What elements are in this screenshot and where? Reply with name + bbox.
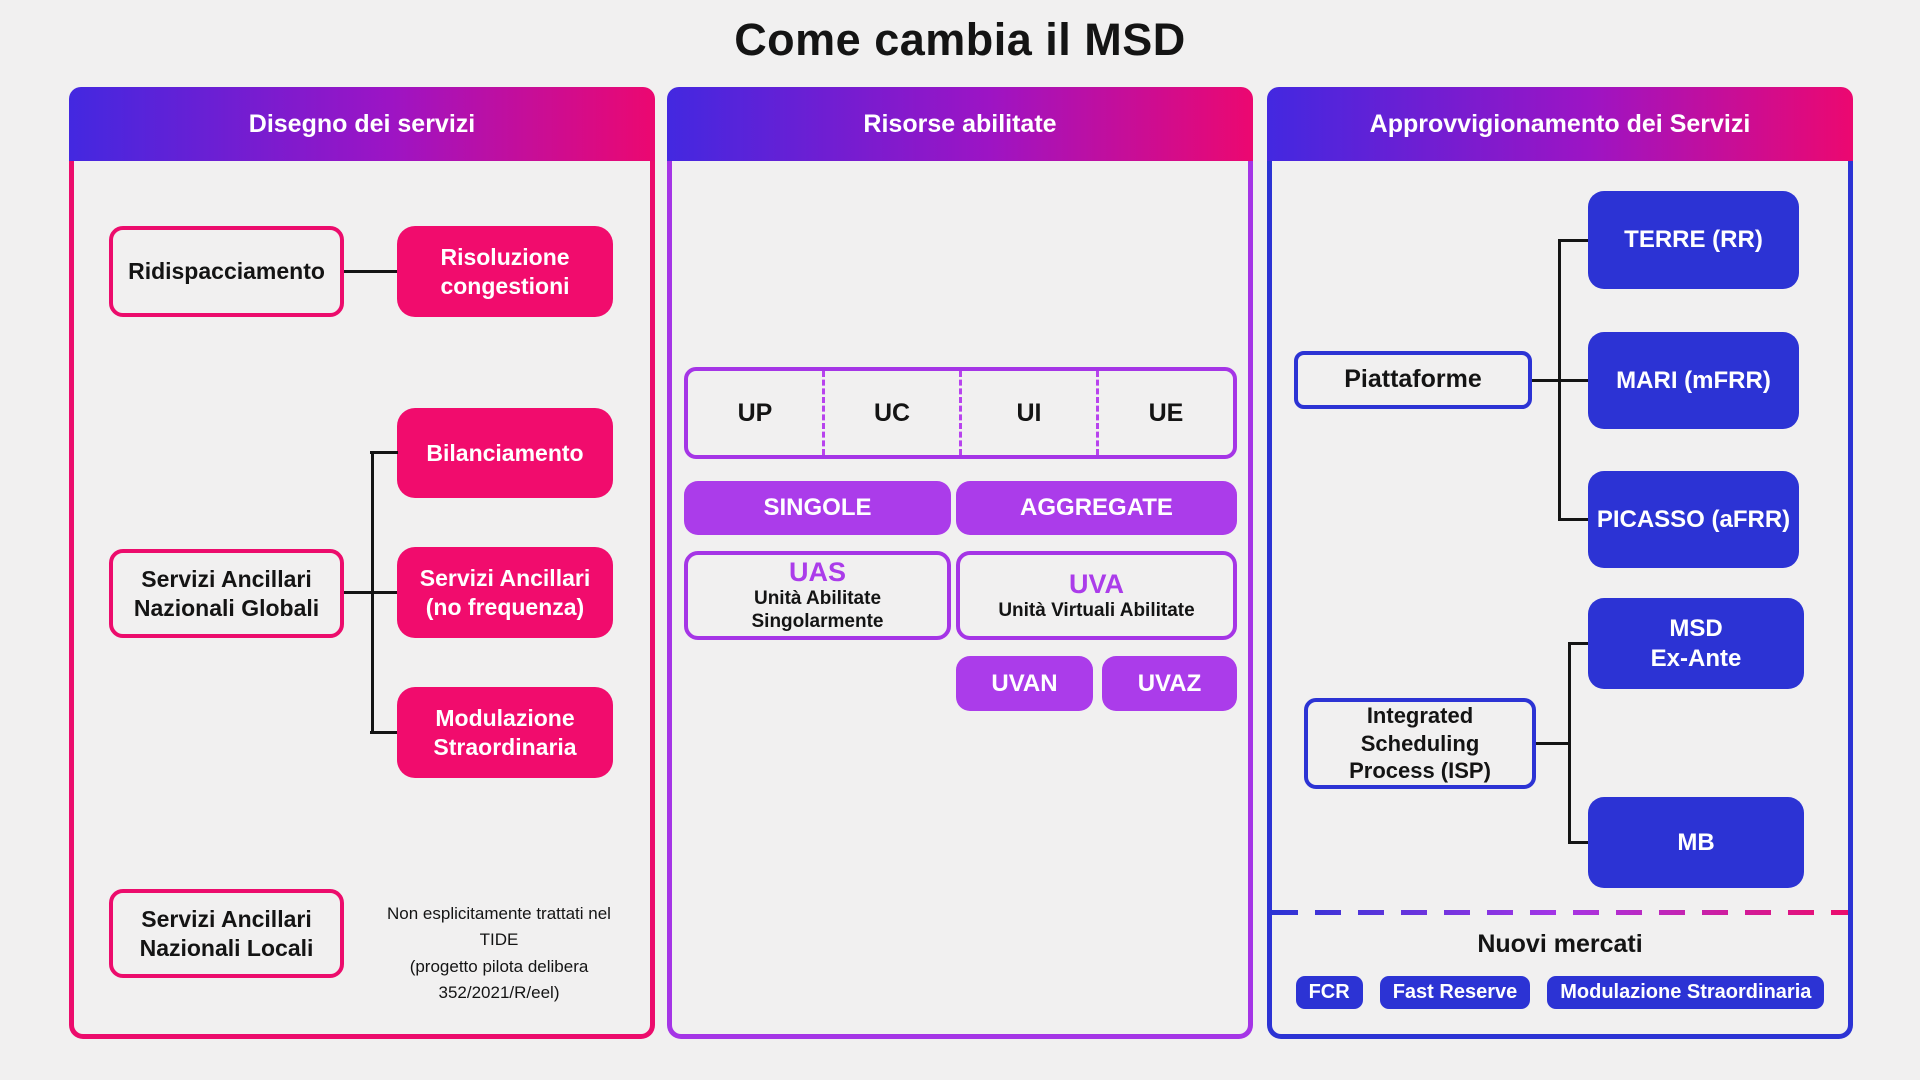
bracket-piattaforme-picasso-stub — [1558, 518, 1588, 521]
unit-cell-ui-label: UI — [1016, 398, 1042, 427]
bracket-isp-msd-stub — [1568, 642, 1588, 645]
column-approvvigionamento-body: TERRE (RR) MARI (mFRR) PICASSO (aFRR) Pi… — [1267, 161, 1853, 1039]
column-approvvigionamento: Approvvigionamento dei Servizi TERRE (RR… — [1267, 87, 1853, 1039]
node-uas-sublabel: Unità Abilitate Singolarmente — [751, 588, 884, 633]
node-msd-ex-ante-label: MSD Ex-Ante — [1650, 614, 1742, 672]
new-markets-divider — [1272, 910, 1848, 915]
node-servizi-ancillari-globali-label: Servizi Ancillari Nazionali Globali — [133, 565, 320, 621]
node-risoluzione-congestioni-label: Risoluzione congestioni — [440, 243, 570, 299]
node-mari: MARI (mFRR) — [1588, 332, 1799, 429]
node-aggregate-label: AGGREGATE — [1020, 494, 1173, 521]
column-approvvigionamento-header-label: Approvvigionamento dei Servizi — [1369, 109, 1751, 138]
node-modulazione-straordinaria-label: Modulazione Straordinaria — [433, 704, 577, 760]
node-aggregate: AGGREGATE — [956, 481, 1237, 535]
unit-cell-ue-label: UE — [1148, 398, 1184, 427]
bracket-globali-middle-stub — [344, 591, 397, 594]
node-bilanciamento-label: Bilanciamento — [426, 439, 584, 466]
node-modulazione-straordinaria: Modulazione Straordinaria — [397, 687, 613, 778]
node-bilanciamento: Bilanciamento — [397, 408, 613, 498]
node-terre-label: TERRE (RR) — [1624, 226, 1763, 253]
column-risorse-abilitate: Risorse abilitate UP UC UI UE SINGOLE — [667, 87, 1253, 1039]
node-picasso-label: PICASSO (aFRR) — [1596, 505, 1791, 533]
node-risoluzione-congestioni: Risoluzione congestioni — [397, 226, 613, 317]
pill-modulazione-straordinaria: Modulazione Straordinaria — [1547, 976, 1825, 1009]
pill-fast-reserve-label: Fast Reserve — [1392, 981, 1518, 1003]
column-disegno-servizi: Disegno dei servizi Ridispacciamento Ris… — [69, 87, 655, 1039]
node-ridispacciamento-label: Ridispacciamento — [128, 258, 325, 285]
node-servizi-ancillari-locali-label: Servizi Ancillari Nazionali Locali — [139, 905, 314, 961]
node-mari-label: MARI (mFRR) — [1616, 366, 1771, 394]
bracket-isp-vertical — [1568, 642, 1571, 844]
note-tide-line3: 352/2021/R/eel) — [438, 983, 560, 1003]
node-terre: TERRE (RR) — [1588, 191, 1799, 289]
column-approvvigionamento-header: Approvvigionamento dei Servizi — [1267, 87, 1853, 161]
node-uvaz: UVAZ — [1102, 656, 1237, 711]
unit-types-box: UP UC UI UE — [684, 367, 1237, 459]
unit-cell-ue: UE — [1096, 371, 1233, 455]
pill-fcr: FCR — [1295, 976, 1363, 1009]
node-uva-acronym: UVA — [1068, 568, 1124, 599]
note-tide-line1: Non esplicitamente trattati nel TIDE — [387, 904, 611, 950]
node-msd-ex-ante: MSD Ex-Ante — [1588, 598, 1804, 689]
node-isp-label: Integrated Scheduling Process (ISP) — [1349, 703, 1491, 784]
node-uas-acronym: UAS — [788, 557, 846, 588]
bracket-piattaforme-mari-stub — [1532, 379, 1588, 382]
node-picasso: PICASSO (aFRR) — [1588, 471, 1799, 568]
pill-fast-reserve: Fast Reserve — [1379, 976, 1531, 1009]
note-tide-line2: (progetto pilota delibera — [409, 956, 589, 976]
unit-cell-up: UP — [688, 371, 822, 455]
node-mb-label: MB — [1677, 828, 1715, 856]
column-disegno-body: Ridispacciamento Risoluzione congestioni… — [69, 161, 655, 1039]
pill-fcr-label: FCR — [1308, 981, 1350, 1003]
bracket-globali-bottom-stub — [370, 731, 398, 734]
page-title: Come cambia il MSD — [734, 14, 1186, 65]
unit-cell-ui: UI — [959, 371, 1096, 455]
node-servizi-ancillari-no-frequenza-label: Servizi Ancillari (no frequenza) — [419, 564, 591, 620]
node-uvan-label: UVAN — [991, 669, 1058, 697]
pill-modulazione-straordinaria-label: Modulazione Straordinaria — [1560, 981, 1812, 1003]
bracket-piattaforme-terre-stub — [1558, 239, 1588, 242]
node-servizi-ancillari-globali: Servizi Ancillari Nazionali Globali — [109, 549, 344, 638]
node-singole: SINGOLE — [684, 481, 951, 535]
unit-cell-uc-label: UC — [873, 398, 911, 427]
node-singole-label: SINGOLE — [763, 494, 872, 521]
column-disegno-header-label: Disegno dei servizi — [248, 109, 476, 138]
note-tide: Non esplicitamente trattati nel TIDE (pr… — [369, 901, 629, 1006]
bracket-isp-mb-stub — [1568, 841, 1588, 844]
node-isp: Integrated Scheduling Process (ISP) — [1304, 698, 1536, 789]
bracket-isp-stub — [1536, 742, 1568, 745]
unit-cell-up-label: UP — [737, 398, 773, 427]
column-disegno-header: Disegno dei servizi — [69, 87, 655, 161]
node-uvan: UVAN — [956, 656, 1093, 711]
node-servizi-ancillari-locali: Servizi Ancillari Nazionali Locali — [109, 889, 344, 978]
column-risorse-header: Risorse abilitate — [667, 87, 1253, 161]
bracket-globali-top-stub — [370, 451, 398, 454]
new-markets-row: FCR Fast Reserve Modulazione Straordinar… — [1272, 976, 1848, 1009]
node-servizi-ancillari-no-frequenza: Servizi Ancillari (no frequenza) — [397, 547, 613, 638]
column-risorse-header-label: Risorse abilitate — [863, 109, 1057, 138]
node-piattaforme-label: Piattaforme — [1344, 365, 1482, 394]
new-markets-title: Nuovi mercati — [1477, 930, 1643, 958]
unit-cell-uc: UC — [822, 371, 959, 455]
node-mb: MB — [1588, 797, 1804, 888]
node-uva: UVA Unità Virtuali Abilitate — [956, 551, 1237, 640]
node-piattaforme: Piattaforme — [1294, 351, 1532, 409]
node-uas: UAS Unità Abilitate Singolarmente — [684, 551, 951, 640]
node-ridispacciamento: Ridispacciamento — [109, 226, 344, 317]
node-uva-sublabel: Unità Virtuali Abilitate — [998, 599, 1195, 621]
node-uvaz-label: UVAZ — [1137, 669, 1202, 697]
connector-ridispacciamento-risoluzione — [344, 270, 397, 273]
column-risorse-body: UP UC UI UE SINGOLE AGGREGATE UAS — [667, 161, 1253, 1039]
